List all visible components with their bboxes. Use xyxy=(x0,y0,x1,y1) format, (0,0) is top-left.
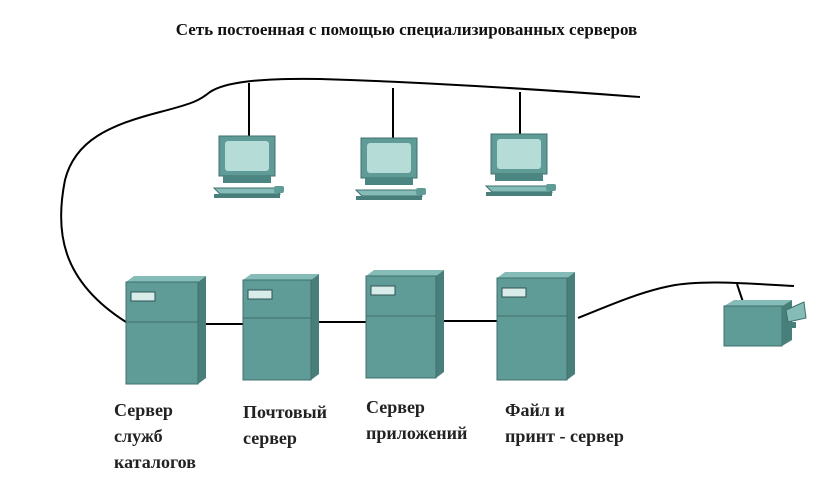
server-label-mail: Почтовый сервер xyxy=(243,402,327,448)
network-printer[interactable] xyxy=(723,300,807,347)
backbone-cable xyxy=(60,77,641,323)
workstation-3[interactable] xyxy=(484,133,556,196)
server-tower-icon xyxy=(242,274,319,381)
server-label-file-print: Файл и принт - сервер xyxy=(505,400,624,446)
workstation-1[interactable] xyxy=(212,135,284,198)
printer-icon xyxy=(723,300,807,347)
server-tower-icon xyxy=(365,270,444,379)
desktop-computer-icon xyxy=(212,135,284,198)
server-mail[interactable] xyxy=(242,274,319,381)
workstation-2[interactable] xyxy=(354,137,426,200)
server-tower-icon xyxy=(125,276,206,385)
diagram-title: Сеть постоенная с помощью специализирова… xyxy=(175,20,638,39)
desktop-computer-icon xyxy=(354,137,426,200)
server-applications[interactable] xyxy=(365,270,444,379)
server-tower-icon xyxy=(496,272,575,381)
server-label-applications: Сервер приложений xyxy=(366,397,468,443)
server-file-print[interactable] xyxy=(496,272,575,381)
desktop-computer-icon xyxy=(484,133,556,196)
server-label-directory: Сервер служб каталогов xyxy=(114,400,196,472)
printer-drop xyxy=(736,283,744,303)
network-cables xyxy=(60,77,795,325)
server-directory-services[interactable] xyxy=(125,276,206,385)
printer-cable xyxy=(577,281,795,319)
